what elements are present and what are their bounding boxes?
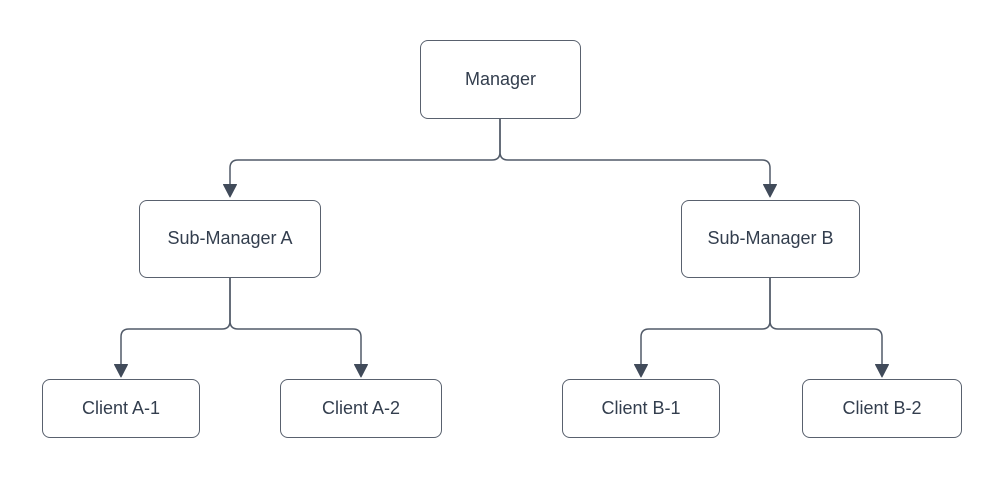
arrowhead-icon [223,184,237,198]
edge-sub-manager-b-to-client-b1 [634,278,771,378]
node-client-a2-label: Client A-2 [321,397,401,418]
node-client-a1-label: Client A-1 [81,397,161,418]
arrowhead-icon [114,364,128,378]
node-client-a1[interactable]: Client A-1 [42,379,200,438]
node-client-a2[interactable]: Client A-2 [280,379,442,438]
node-sub-manager-a[interactable]: Sub-Manager A [139,200,321,278]
node-sub-manager-b[interactable]: Sub-Manager B [681,200,860,278]
node-client-b2[interactable]: Client B-2 [802,379,962,438]
node-sub-manager-a-label: Sub-Manager A [167,228,293,249]
edge-sub-manager-b-to-client-b2 [769,278,889,378]
node-client-b1[interactable]: Client B-1 [562,379,720,438]
arrowhead-icon [354,364,368,378]
node-manager[interactable]: Manager [420,40,581,119]
edge-sub-manager-a-to-client-a2 [229,278,368,378]
node-client-b1-label: Client B-1 [601,397,681,418]
arrowhead-icon [875,364,889,378]
edge-manager-to-sub-manager-b [499,119,777,198]
node-sub-manager-b-label: Sub-Manager B [707,228,834,249]
node-manager-label: Manager [464,68,537,89]
edge-manager-to-sub-manager-a [223,119,501,198]
arrowhead-icon [634,364,648,378]
node-client-b2-label: Client B-2 [842,397,922,418]
arrowhead-icon [763,184,777,198]
edge-sub-manager-a-to-client-a1 [114,278,231,378]
